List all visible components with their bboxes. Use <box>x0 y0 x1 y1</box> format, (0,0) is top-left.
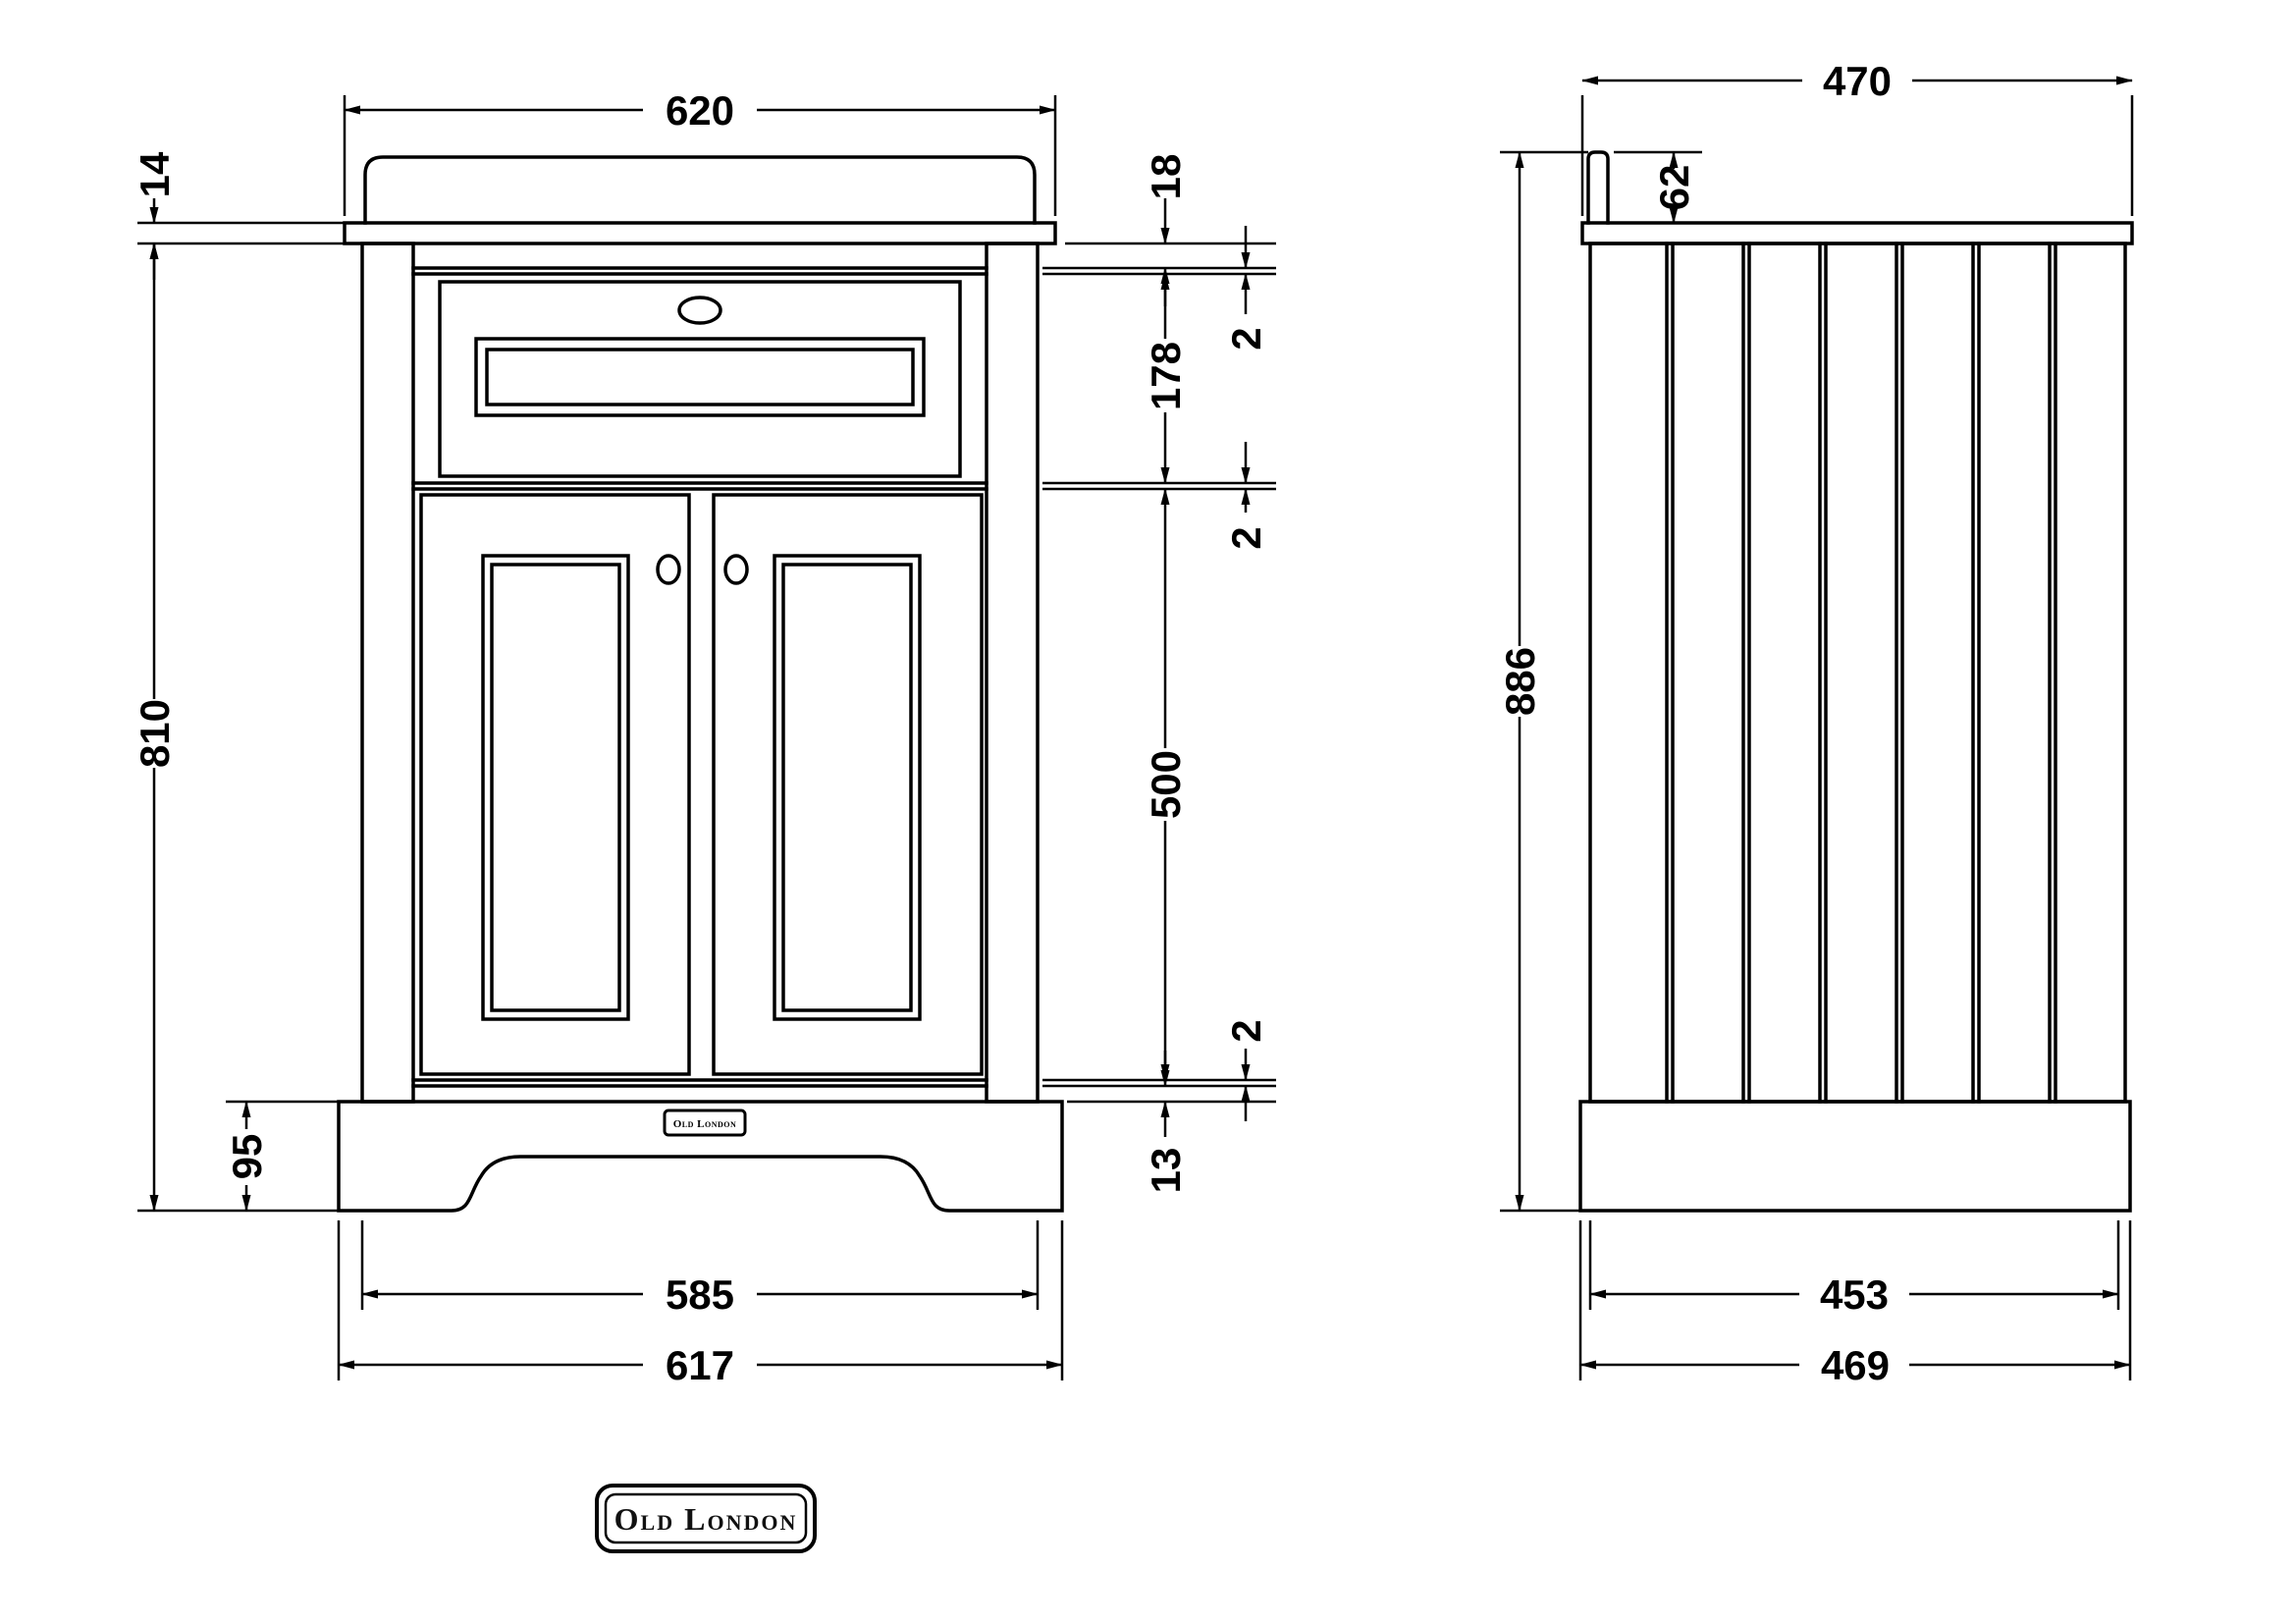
dim-gap-mid-label: 2 <box>1223 526 1269 549</box>
dim-base-width-label: 617 <box>666 1342 734 1388</box>
plinth-badge-text: Old London <box>673 1118 737 1130</box>
side-upstand <box>1586 150 1610 225</box>
dim-top-depth-label: 470 <box>1823 58 1892 104</box>
dim-gap-bottom-label: 2 <box>1223 1019 1269 1042</box>
plinth <box>337 1100 1064 1213</box>
plinth-badge-plate <box>663 1109 747 1137</box>
right-leg <box>985 242 1040 1104</box>
dim-plinth-height-label: 95 <box>224 1134 270 1180</box>
left-door-panel-outer <box>481 554 630 1021</box>
right-door <box>712 493 984 1076</box>
side-panel <box>1588 242 2127 1104</box>
logo-inner-border <box>604 1492 808 1544</box>
countertop-upstand <box>363 155 1037 225</box>
drawer-handle <box>677 296 722 325</box>
drawer-recess-outer <box>474 337 926 417</box>
dim-drawer-height-label: 178 <box>1143 342 1189 410</box>
dim-legs-width-label: 585 <box>666 1271 734 1318</box>
left-door-panel-inner <box>490 563 621 1012</box>
dim-upstand-height-label: 62 <box>1651 165 1697 211</box>
dim-door-height-label: 500 <box>1143 750 1189 819</box>
drawer-recess-inner <box>485 348 915 406</box>
dim-bottom-rail-label: 13 <box>1143 1148 1189 1194</box>
drawer-front <box>438 280 962 478</box>
dim-base-depth-label: 469 <box>1821 1342 1890 1388</box>
dim-counter-thickness-label: 14 <box>132 151 178 197</box>
left-door <box>419 493 691 1076</box>
left-leg <box>360 242 415 1104</box>
dim-height-label: 810 <box>132 699 178 768</box>
dim-panel-depth-label: 453 <box>1820 1271 1889 1318</box>
dim-gap-top-label: 2 <box>1223 327 1269 350</box>
countertop-slab <box>343 221 1057 245</box>
front-view-dimensions: 620 14 810 95 18 2 <box>132 87 1276 1388</box>
side-countertop-slab <box>1580 221 2134 245</box>
right-door-panel-inner <box>781 563 913 1012</box>
side-panel-planks <box>1665 242 2057 1104</box>
side-view-drawing <box>1578 150 2134 1213</box>
logo-outer-border <box>595 1484 817 1553</box>
side-view-dimensions: 470 62 886 453 469 <box>1497 58 2134 1388</box>
brand-logo: Old London <box>595 1484 817 1553</box>
front-view-drawing: Old London <box>337 155 1064 1213</box>
right-door-knob <box>723 554 749 585</box>
dim-overall-height-label: 886 <box>1497 647 1543 716</box>
logo-text: Old London <box>614 1501 798 1537</box>
left-door-knob <box>656 554 681 585</box>
side-plinth <box>1578 1100 2132 1213</box>
dim-top-rail-label: 18 <box>1143 154 1189 200</box>
dim-top-width-label: 620 <box>666 87 734 134</box>
right-door-panel-outer <box>773 554 922 1021</box>
